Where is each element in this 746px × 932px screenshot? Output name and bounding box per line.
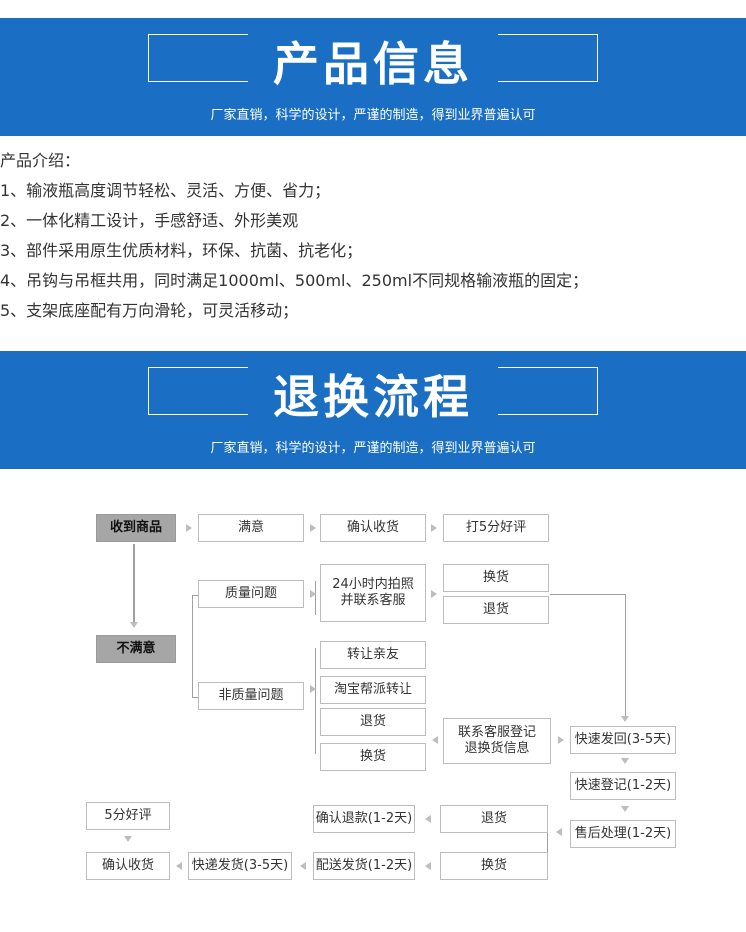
arrow-left (432, 736, 438, 744)
arrow-left (556, 828, 562, 836)
arrow-up (124, 836, 132, 842)
connector-line (315, 648, 316, 754)
express-ship-node: 快递发货(3-5天) (188, 852, 292, 880)
intro-item: 5、支架底座配有万向滑轮，可灵活移动； (0, 301, 299, 320)
quality-issue-node: 质量问题 (198, 580, 304, 608)
return-flow-diagram: 收到商品 满意 确认收货 打5分好评 质量问题 24小时内拍照 并联系客服 换货… (0, 490, 746, 910)
title-gap (248, 361, 498, 423)
product-info-title: 产品信息 (273, 37, 473, 91)
arrow-left (176, 862, 182, 870)
confirm-receipt-node: 确认收货 (86, 852, 170, 880)
arrow-down (621, 716, 629, 722)
non-quality-issue-node: 非质量问题 (198, 682, 304, 710)
connector-line (192, 697, 198, 698)
title-gap (248, 28, 498, 90)
arrow-left (300, 862, 306, 870)
five-star-review-node: 打5分好评 (443, 514, 549, 542)
transfer-friend-node: 转让亲友 (320, 641, 426, 669)
confirm-refund-node: 确认退款(1-2天) (313, 805, 415, 833)
product-info-banner: 产品信息 厂家直销，科学的设计，严谨的制造，得到业界普遍认可 (0, 18, 746, 136)
arrow-down (130, 622, 138, 628)
arrow-right (431, 590, 437, 598)
intro-item: 2、一体化精工设计，手感舒适、外形美观 (0, 211, 299, 230)
arrow-left (425, 862, 431, 870)
product-info-subtitle: 厂家直销，科学的设计，严谨的制造，得到业界普遍认可 (210, 108, 536, 123)
connector-line (192, 595, 198, 596)
connector-line (550, 594, 625, 595)
exchange-node: 换货 (443, 564, 549, 592)
return-node: 退货 (443, 596, 549, 624)
intro-item: 3、部件采用原生优质材料，环保、抗菌、抗老化； (0, 241, 363, 260)
connector-line (315, 581, 316, 615)
confirm-receipt-node: 确认收货 (320, 514, 426, 542)
quick-register-node: 快速登记(1-2天) (570, 772, 676, 800)
quick-ship-back-node: 快速发回(3-5天) (570, 726, 676, 754)
satisfied-node: 满意 (198, 514, 304, 542)
return-flow-title: 退换流程 (273, 370, 473, 424)
intro-item: 1、输液瓶高度调节轻松、灵活、方便、省力； (0, 181, 331, 200)
exchange-node: 换货 (320, 743, 426, 771)
connector-line (625, 594, 626, 716)
five-star-review-node: 5分好评 (86, 802, 170, 830)
arrow-right (310, 685, 316, 693)
connector-line (133, 544, 135, 624)
unsatisfied-node: 不满意 (96, 635, 176, 663)
arrow-right (310, 524, 316, 532)
contact-register-node: 联系客服登记 退换货信息 (443, 718, 551, 764)
connector-line (192, 595, 193, 697)
arrow-left (425, 815, 431, 823)
return-node: 退货 (320, 708, 426, 736)
connector-line (547, 820, 548, 864)
arrow-down (621, 758, 629, 764)
after-sales-node: 售后处理(1-2天) (570, 820, 676, 848)
arrow-down (621, 806, 629, 812)
intro-item: 4、吊钩与吊框共用，同时满足1000ml、500ml、250ml不同规格输液瓶的… (0, 271, 589, 290)
receive-goods-node: 收到商品 (96, 514, 176, 542)
arrow-right (431, 524, 437, 532)
arrow-right (186, 524, 192, 532)
exchange-node: 换货 (440, 852, 548, 880)
return-node: 退货 (440, 805, 548, 833)
arrow-right (310, 590, 316, 598)
intro-heading: 产品介绍： (0, 151, 81, 170)
photo-contact-node: 24小时内拍照 并联系客服 (320, 564, 426, 622)
product-intro: 产品介绍： 1、输液瓶高度调节轻松、灵活、方便、省力； 2、一体化精工设计，手感… (0, 146, 746, 326)
return-flow-subtitle: 厂家直销，科学的设计，严谨的制造，得到业界普遍认可 (210, 441, 536, 456)
delivery-node: 配送发货(1-2天) (313, 852, 415, 880)
arrow-right (558, 736, 564, 744)
taobao-transfer-node: 淘宝帮派转让 (320, 676, 426, 704)
return-flow-banner: 退换流程 厂家直销，科学的设计，严谨的制造，得到业界普遍认可 (0, 351, 746, 469)
